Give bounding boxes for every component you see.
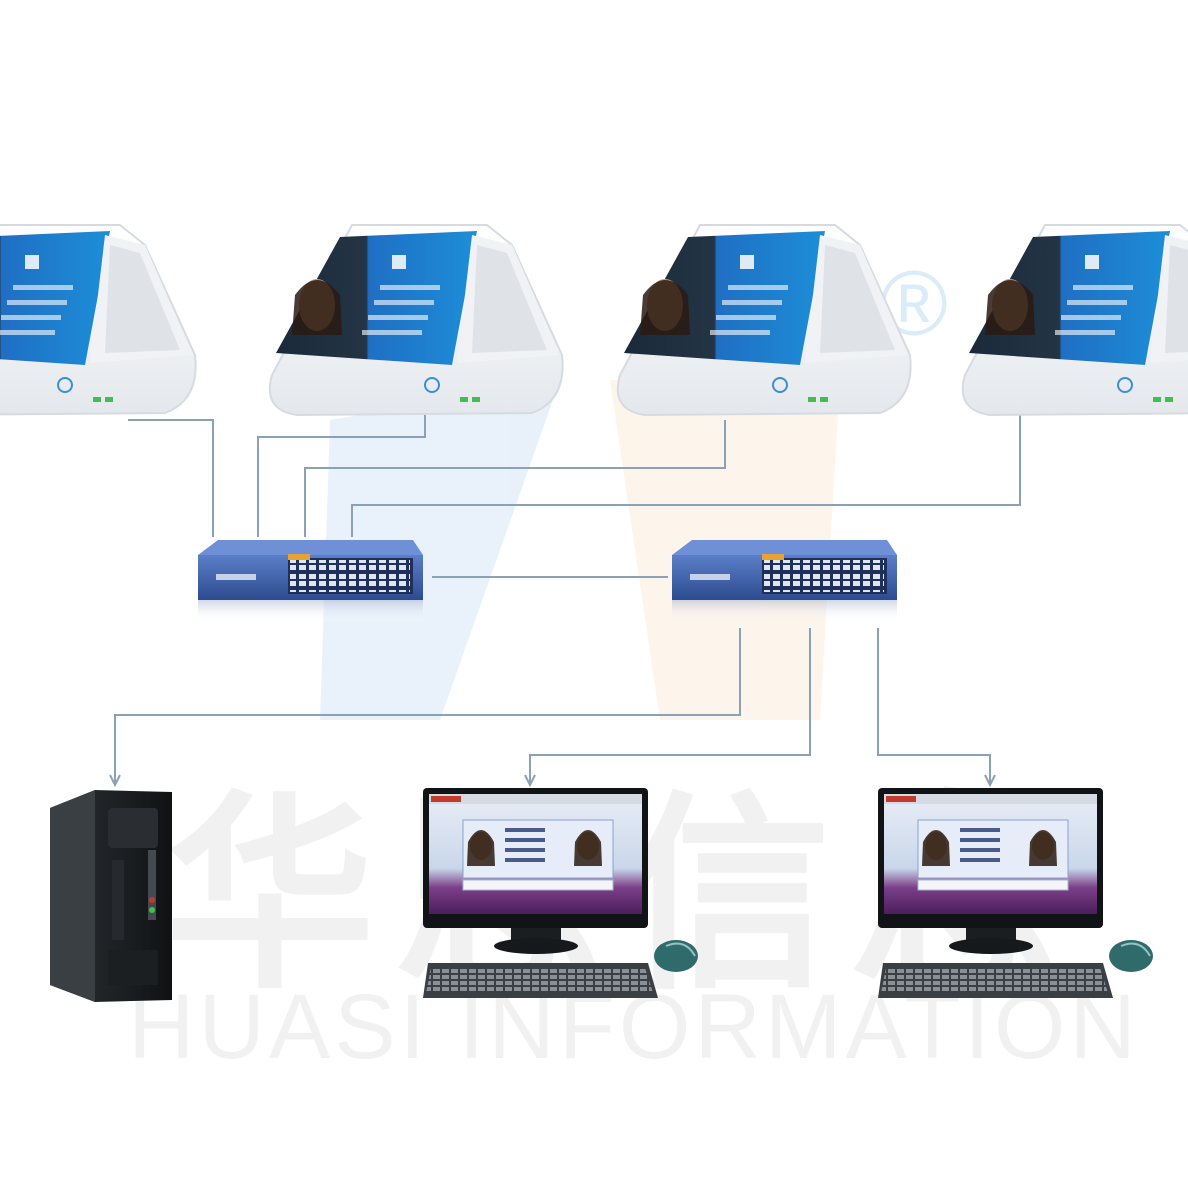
link-terminal-1-switch-1 — [128, 419, 214, 537]
link-terminal-2-switch-1 — [257, 415, 426, 537]
network-switch-1 — [198, 540, 423, 622]
link-terminal-3-switch-1 — [304, 420, 726, 537]
tower-server — [50, 790, 172, 1002]
workstation-2 — [877, 787, 1154, 999]
link-switch-2-server — [114, 628, 741, 785]
connection-lines — [109, 415, 1021, 788]
network-switch-2 — [672, 540, 897, 622]
link-switch-2-workstation-2 — [877, 628, 991, 785]
arrow-workstation-1 — [524, 774, 536, 788]
face-terminal-4 — [961, 224, 1188, 416]
arrow-server — [109, 774, 121, 788]
face-terminal-3 — [616, 224, 912, 416]
link-terminal-4-switch-1 — [351, 415, 1021, 537]
face-terminal-1 — [0, 224, 197, 416]
link-switch-2-workstation-1 — [529, 628, 811, 785]
face-terminal-2 — [268, 224, 564, 416]
arrow-workstation-2 — [984, 774, 996, 788]
